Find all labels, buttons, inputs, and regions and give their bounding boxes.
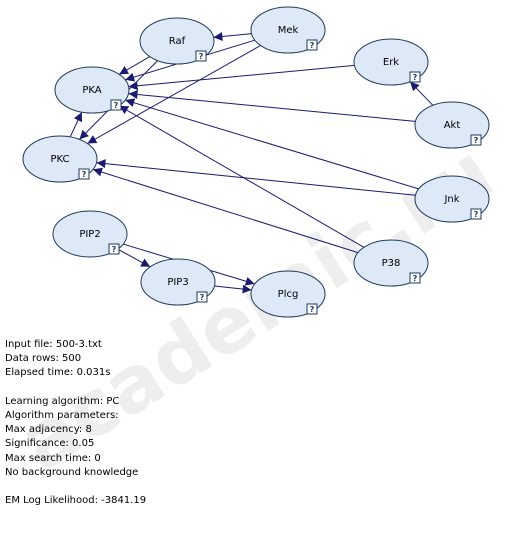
help-icon[interactable]: ? — [195, 50, 207, 62]
help-icon[interactable]: ? — [196, 291, 208, 303]
svg-text:?: ? — [112, 245, 117, 254]
svg-text:?: ? — [474, 210, 479, 219]
spacer — [5, 480, 146, 494]
node-p38[interactable]: P38? — [353, 239, 429, 287]
background-knowledge-text: No background knowledge — [5, 466, 139, 478]
node-mek[interactable]: Mek? — [250, 6, 326, 54]
significance-text: Significance: 0.05 — [5, 438, 95, 450]
edge-p38-to-pkc — [92, 167, 359, 254]
node-label: PIP2 — [79, 229, 100, 240]
node-pka[interactable]: PKA? — [54, 66, 130, 114]
edge-raf-to-pka — [118, 56, 151, 75]
node-pkc[interactable]: PKC? — [22, 135, 98, 183]
help-icon[interactable]: ? — [78, 168, 90, 180]
node-label: Plcg — [278, 289, 299, 300]
node-label: PKA — [82, 85, 101, 96]
edge-p38-to-pka — [118, 105, 365, 248]
node-label: Mek — [278, 25, 299, 36]
node-akt[interactable]: Akt? — [414, 101, 490, 149]
nodes-layer: Raf?Mek?PKA?Erk?Akt?PKC?Jnk?PIP2?P38?PIP… — [22, 6, 490, 318]
edge-mek-to-raf — [213, 32, 252, 41]
svg-text:?: ? — [474, 136, 479, 145]
edge-pkc-to-pka — [69, 111, 83, 138]
help-icon[interactable]: ? — [110, 99, 122, 111]
node-raf[interactable]: Raf? — [139, 17, 215, 65]
node-label: PIP3 — [167, 277, 188, 288]
node-label: PKC — [50, 154, 69, 165]
node-pip2[interactable]: PIP2? — [52, 210, 128, 258]
edge-jnk-to-pka — [125, 98, 419, 190]
data-rows-text: Data rows: 500 — [5, 353, 82, 365]
svg-text:?: ? — [199, 52, 204, 61]
log-likelihood-text: EM Log Likelihood: -3841.19 — [5, 495, 147, 507]
spacer — [5, 381, 146, 395]
max-adjacency-text: Max adjacency: 8 — [5, 424, 92, 436]
edge-akt-to-pka — [128, 89, 416, 122]
edge-pip2-to-pip3 — [117, 248, 151, 268]
run-info-panel: Input file: 500-3.txt Data rows: 500 Ela… — [5, 338, 146, 508]
node-erk[interactable]: Erk? — [353, 38, 429, 86]
help-icon[interactable]: ? — [306, 39, 318, 51]
svg-text:?: ? — [200, 293, 205, 302]
help-icon[interactable]: ? — [470, 134, 482, 146]
help-icon[interactable]: ? — [470, 208, 482, 220]
node-label: P38 — [382, 258, 401, 269]
node-jnk[interactable]: Jnk? — [414, 175, 490, 223]
edge-pip3-to-plcg — [214, 284, 252, 294]
edge-mek-to-pkc — [87, 45, 261, 144]
help-icon[interactable]: ? — [108, 243, 120, 255]
edge-erk-to-pka — [128, 64, 355, 91]
svg-text:?: ? — [114, 101, 119, 110]
svg-text:?: ? — [82, 170, 87, 179]
svg-text:?: ? — [413, 274, 418, 283]
learning-algorithm-text: Learning algorithm: PC — [5, 395, 120, 407]
node-pip3[interactable]: PIP3? — [140, 258, 216, 306]
node-label: Erk — [383, 57, 399, 68]
help-icon[interactable]: ? — [306, 303, 318, 315]
algorithm-parameters-text: Algorithm parameters: — [5, 410, 119, 421]
input-file-text: Input file: 500-3.txt — [5, 339, 102, 350]
help-icon[interactable]: ? — [409, 71, 421, 83]
svg-text:?: ? — [413, 73, 418, 82]
node-label: Raf — [169, 36, 186, 47]
elapsed-time-text: Elapsed time: 0.031s — [5, 367, 111, 379]
max-search-time-text: Max search time: 0 — [5, 452, 101, 464]
node-plcg[interactable]: Plcg? — [250, 270, 326, 318]
edge-jnk-to-pkc — [96, 159, 416, 196]
edge-akt-to-erk — [409, 81, 434, 106]
svg-text:?: ? — [310, 305, 315, 314]
svg-text:?: ? — [310, 41, 315, 50]
node-label: Akt — [444, 120, 461, 131]
node-label: Jnk — [443, 194, 459, 205]
help-icon[interactable]: ? — [409, 272, 421, 284]
